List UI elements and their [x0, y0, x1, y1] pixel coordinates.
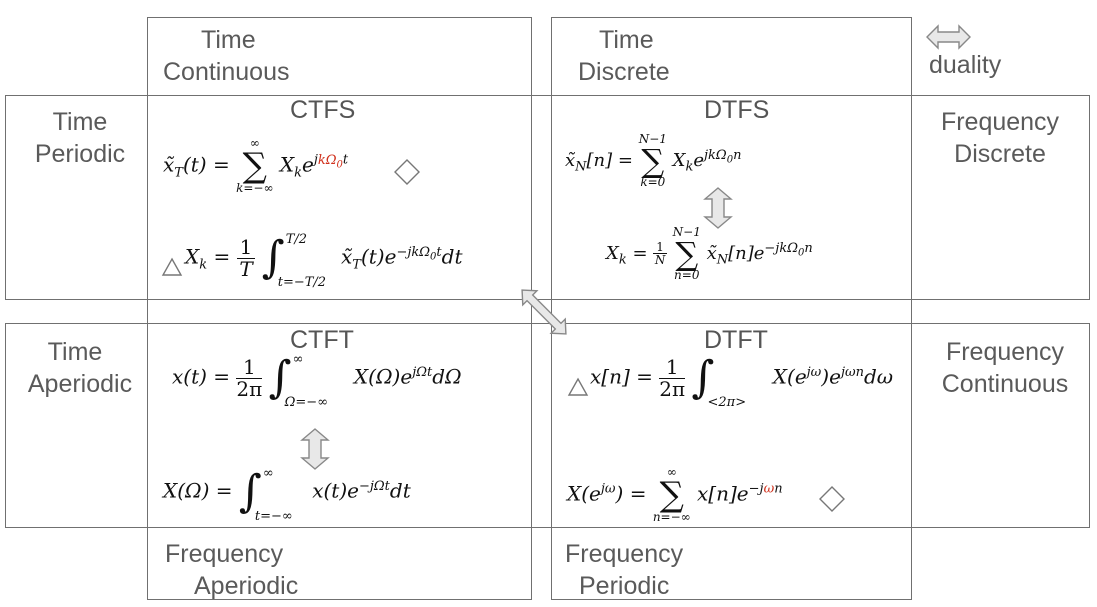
header-line1: Frequency: [165, 540, 284, 568]
column-box-time-discrete: [551, 17, 912, 600]
header-line2: Aperiodic: [27, 370, 133, 398]
header-line2: Discrete: [578, 58, 670, 86]
transform-title-ctft: CTFT: [290, 326, 354, 354]
header-line2: Periodic: [34, 140, 126, 168]
diamond-icon: [819, 486, 845, 512]
transform-title-dtft: DTFT: [704, 326, 768, 354]
right-header-frequency-discrete: Frequency Discrete: [925, 106, 1075, 170]
triangle-icon: [567, 377, 589, 396]
row-box-time-aperiodic: [5, 323, 1090, 528]
header-line1: Frequency: [565, 540, 684, 568]
column-header-time-discrete: Time Discrete: [578, 24, 670, 88]
double-arrow-icon: [300, 428, 330, 470]
header-line1: Time: [599, 26, 654, 54]
transform-title-ctfs: CTFS: [290, 96, 356, 124]
header-line1: Time: [201, 26, 256, 54]
right-header-frequency-continuous: Frequency Continuous: [930, 336, 1080, 400]
header-line1: Frequency: [945, 338, 1065, 366]
row-header-time-aperiodic: Time Aperiodic: [15, 336, 145, 400]
dtfs-synthesis-equation: x̃N[n] = N−1∑k=0 XkejkΩ0n: [565, 132, 742, 189]
ctfs-synthesis-equation: x̃T(t) = ∞∑k=−∞ XkejkΩ0t: [163, 136, 349, 195]
row-header-time-periodic: Time Periodic: [30, 106, 130, 170]
double-arrow-icon: [703, 187, 733, 229]
diamond-icon: [394, 159, 420, 185]
column-header-time-continuous: Time Continuous: [163, 24, 289, 88]
row-box-time-periodic: [5, 95, 1090, 300]
header-line1: Time: [52, 108, 108, 136]
header-line2: Continuous: [941, 370, 1069, 398]
transform-title-dtfs: DTFS: [704, 96, 770, 124]
header-line2: Periodic: [579, 572, 670, 600]
header-line2: Continuous: [163, 58, 290, 86]
triangle-icon: [161, 257, 183, 276]
header-line2: Discrete: [954, 140, 1046, 168]
duality-label: duality: [929, 51, 1002, 79]
header-line1: Time: [47, 338, 103, 366]
double-arrow-icon: [926, 24, 971, 50]
dtft-analysis-equation: X(ejω) = ∞∑n=−∞ x[n]e−jωn: [567, 465, 783, 524]
header-line1: Frequency: [940, 108, 1060, 136]
column-box-time-continuous: [147, 17, 532, 600]
header-line2: Aperiodic: [194, 572, 299, 600]
double-arrow-icon: [521, 289, 567, 335]
bottom-header-frequency-aperiodic: Frequency Aperiodic: [165, 538, 298, 602]
bottom-header-frequency-periodic: Frequency Periodic: [565, 538, 683, 602]
ctft-analysis-equation: X(Ω) = ∫∞t=−∞ x(t)e−jΩtdt: [163, 466, 411, 524]
